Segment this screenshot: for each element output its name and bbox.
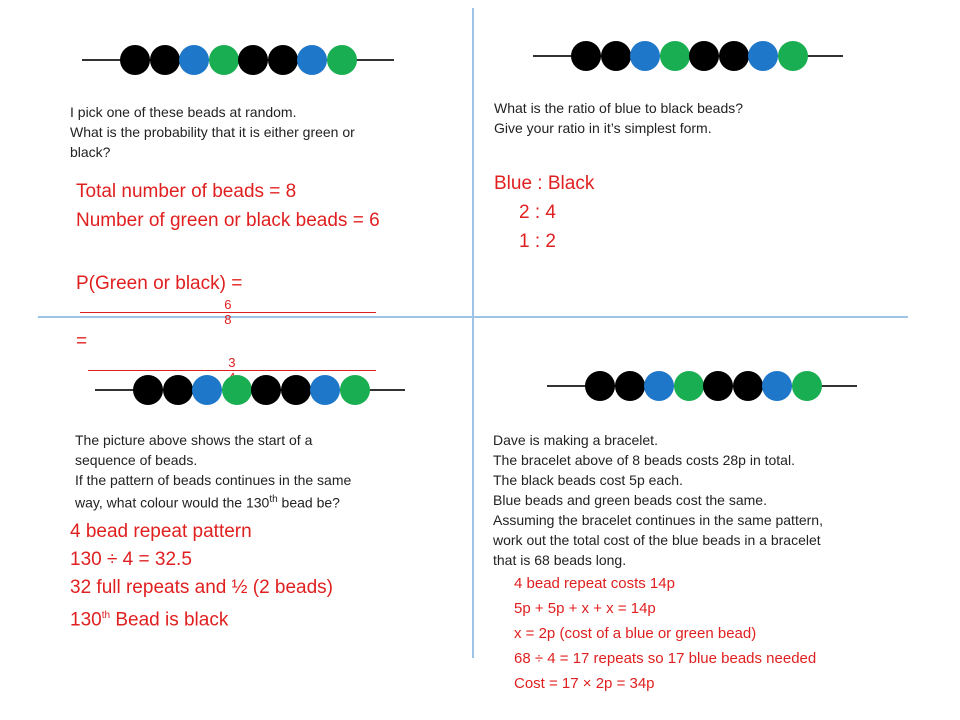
question-line: I pick one of these beads at random. bbox=[70, 104, 297, 120]
bead-green bbox=[208, 45, 239, 75]
answer-line: 130th Bead is black bbox=[70, 602, 333, 634]
question-line: that is 68 beads long. bbox=[493, 552, 627, 568]
ratio-header: Blue : Black bbox=[494, 173, 595, 194]
bead-blue bbox=[192, 375, 222, 405]
bead-black bbox=[238, 45, 268, 75]
bead-string-q1 bbox=[82, 44, 394, 76]
answer-q2: Blue : Black 2 : 4 1 : 2 bbox=[494, 169, 594, 256]
question-text: way, what colour would the 130 bbox=[75, 494, 270, 511]
question-q1: I pick one of these beads at random. Wha… bbox=[70, 102, 355, 162]
answer-line: 130 ÷ 4 = 32.5 bbox=[70, 549, 192, 570]
answer-text: Bead is black bbox=[110, 609, 229, 631]
bead-black bbox=[162, 375, 193, 405]
ordinal-suffix: th bbox=[269, 494, 278, 505]
question-line: The bracelet above of 8 beads costs 28p … bbox=[493, 452, 795, 468]
bead-blue bbox=[644, 371, 674, 401]
question-line: Assuming the bracelet continues in the s… bbox=[493, 512, 823, 528]
question-line: What is the probability that it is eithe… bbox=[70, 124, 355, 140]
bead-blue bbox=[179, 45, 209, 75]
bead-black bbox=[120, 45, 150, 75]
question-q4: Dave is making a bracelet. The bracelet … bbox=[493, 430, 823, 570]
question-line: work out the total cost of the blue bead… bbox=[493, 532, 821, 548]
answer-q3: 4 bead repeat pattern 130 ÷ 4 = 32.5 32 … bbox=[70, 518, 333, 634]
answer-line: x = 2p (cost of a blue or green bead) bbox=[514, 625, 757, 642]
question-line: The picture above shows the start of a bbox=[75, 432, 313, 448]
question-q3: The picture above shows the start of a s… bbox=[75, 430, 351, 513]
bead-string-q4 bbox=[547, 370, 857, 402]
answer-line: 68 ÷ 4 = 17 repeats so 17 blue beads nee… bbox=[514, 650, 817, 667]
bead-black bbox=[267, 45, 298, 75]
bead-black bbox=[732, 371, 763, 401]
question-line: If the pattern of beads continues in the… bbox=[75, 472, 352, 488]
bead-green bbox=[659, 41, 690, 71]
question-q2: What is the ratio of blue to black beads… bbox=[494, 98, 743, 138]
answer-line: Cost = 17 × 2p = 34p bbox=[514, 675, 655, 692]
bead-black bbox=[585, 371, 615, 401]
answer-line: 32 full repeats and ½ (2 beads) bbox=[70, 577, 334, 598]
probability-line: P(Green or black) =68=34 bbox=[76, 269, 380, 385]
bead-black bbox=[571, 41, 601, 71]
bead-green bbox=[339, 375, 370, 405]
bead-string-q2 bbox=[533, 40, 843, 72]
bead-black bbox=[280, 375, 311, 405]
bead-black bbox=[251, 375, 281, 405]
answer-text: 130 bbox=[70, 609, 102, 631]
question-line: way, what colour would the 130th bead be… bbox=[75, 490, 351, 513]
bead-string-q3 bbox=[95, 374, 405, 406]
bead-black bbox=[703, 371, 733, 401]
denominator: 8 bbox=[224, 312, 232, 327]
bead-black bbox=[149, 45, 180, 75]
bead-blue bbox=[762, 371, 792, 401]
question-line: Dave is making a bracelet. bbox=[493, 432, 658, 448]
bead-green bbox=[791, 371, 822, 401]
ordinal-suffix: th bbox=[101, 610, 111, 621]
bead-blue bbox=[630, 41, 660, 71]
answer-q1: Total number of beads = 8 Number of gree… bbox=[76, 177, 380, 385]
bead-green bbox=[673, 371, 704, 401]
bead-blue bbox=[748, 41, 778, 71]
bead-green bbox=[221, 375, 252, 405]
bead-black bbox=[600, 41, 631, 71]
ratio-line: 2 : 4 bbox=[519, 202, 556, 223]
question-line: Blue beads and green beads cost the same… bbox=[493, 492, 767, 508]
bead-green bbox=[777, 41, 808, 71]
question-line: The black beads cost 5p each. bbox=[493, 472, 683, 488]
ratio-line: 1 : 2 bbox=[519, 231, 556, 252]
numerator: 3 bbox=[88, 356, 376, 371]
numerator: 6 bbox=[80, 298, 376, 313]
bead-blue bbox=[297, 45, 327, 75]
bead-green bbox=[326, 45, 357, 75]
question-line: sequence of beads. bbox=[75, 452, 198, 468]
question-text: bead be? bbox=[277, 494, 340, 511]
question-line: What is the ratio of blue to black beads… bbox=[494, 100, 744, 116]
answer-line: 4 bead repeat costs 14p bbox=[514, 575, 675, 592]
equals-sign: = bbox=[76, 331, 88, 352]
bead-black bbox=[614, 371, 645, 401]
answer-line: Number of green or black beads = 6 bbox=[76, 210, 380, 231]
answer-line: 5p + 5p + x + x = 14p bbox=[514, 600, 656, 617]
vertical-divider bbox=[472, 8, 474, 658]
bead-black bbox=[133, 375, 163, 405]
bead-black bbox=[718, 41, 749, 71]
bead-blue bbox=[310, 375, 340, 405]
bead-black bbox=[689, 41, 719, 71]
answer-line: 4 bead repeat pattern bbox=[70, 521, 252, 542]
probability-label: P(Green or black) = bbox=[76, 273, 243, 294]
question-line: Give your ratio in it’s simplest form. bbox=[494, 120, 712, 136]
question-line: black? bbox=[70, 144, 111, 160]
horizontal-divider bbox=[38, 316, 908, 318]
answer-q4: 4 bead repeat costs 14p 5p + 5p + x + x … bbox=[514, 571, 816, 696]
answer-line: Total number of beads = 8 bbox=[76, 181, 297, 202]
